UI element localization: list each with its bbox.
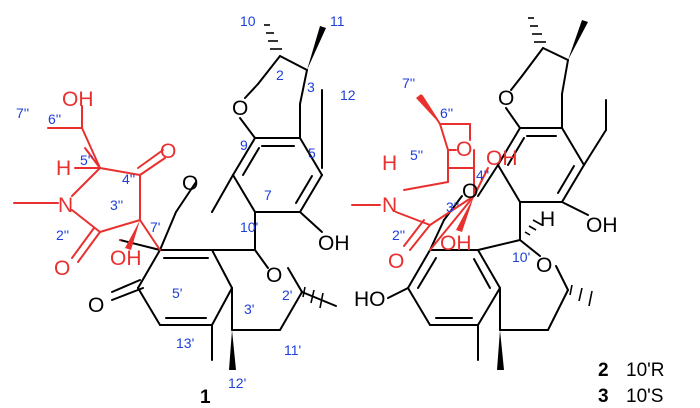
- c23-atom-oh-4pp: OH: [486, 147, 518, 170]
- c1-locant-2pp: 2'': [56, 227, 69, 243]
- c23-atom-oh-3pp: OH: [440, 232, 472, 255]
- compound-23-structure: [351, 17, 607, 370]
- c1-locant-12p: 12': [228, 375, 246, 391]
- c1-locant-7: 7: [264, 187, 272, 203]
- c1-methyl-2p-hash: [302, 286, 324, 309]
- c1-locant-10p: 10': [240, 219, 258, 235]
- c23-furan-ring: [505, 47, 569, 129]
- compound-1-structure: [13, 24, 337, 370]
- c23-atom-o-2pp: O: [388, 250, 404, 273]
- c1-locant-5p: 5': [172, 285, 182, 301]
- c1-locant-4pp: 4'': [122, 171, 135, 187]
- c23-methyl-hash-top: [528, 17, 546, 43]
- c1-methyl-10-hash: [264, 24, 282, 50]
- c1-atom-o-ketone: O: [88, 294, 104, 317]
- c23-oh-3pp-wedge: [456, 196, 474, 232]
- c23-benzene-ring: [497, 127, 585, 203]
- c1-atom-oh-6pp: OH: [62, 88, 94, 111]
- c1-furan-ring: [239, 55, 308, 139]
- c23-atom-o-xanthene: O: [462, 180, 478, 203]
- c23-atom-ho-left: HO: [354, 288, 386, 311]
- compound-3-config: 10'S: [626, 386, 663, 407]
- c1-atom-oh-3pp: OH: [110, 247, 142, 270]
- c1-atom-o-pyran: O: [266, 264, 282, 287]
- c23-atom-o-pyran: O: [536, 254, 552, 277]
- c1-enone-ring: [111, 239, 233, 326]
- c23-red-portion: [351, 95, 489, 251]
- c23-h-10p-hash: [524, 219, 543, 236]
- c1-atom-o-4pp: O: [160, 140, 176, 163]
- c23-dihydropyran: [499, 239, 569, 331]
- c1-oh-3pp-wedge: [125, 220, 140, 250]
- c23-locant-3pp: 3'': [446, 199, 459, 215]
- c1-atom-o-furan: O: [232, 97, 248, 120]
- c1-locant-7pp: 7'': [16, 105, 29, 121]
- c23-methyl-wedge-3p: [497, 330, 504, 370]
- c1-pyran-central: [159, 174, 256, 259]
- c1-benzene-ring: [232, 137, 323, 213]
- c23-atom-o-furan: O: [498, 87, 514, 110]
- c1-atom-n: N: [58, 194, 73, 217]
- compound-2-label: 2: [598, 360, 609, 381]
- c23-locant-4pp: 4'': [476, 167, 489, 183]
- compound-2-config: 10'R: [626, 360, 664, 381]
- c23-atom-n: N: [382, 194, 397, 217]
- c23-locant-5pp: 5'': [410, 147, 423, 163]
- c1-atom-h-5pp: H: [56, 157, 71, 180]
- c23-atom-h-5pp: H: [382, 152, 397, 175]
- c1-locant-11: 11: [330, 13, 345, 29]
- c1-locant-7p: 7': [150, 219, 160, 235]
- c23-locant-7pp: 7'': [402, 75, 415, 91]
- c1-locant-5pp: 5'': [80, 152, 93, 168]
- c1-pyrrolidinone: [13, 105, 166, 263]
- c23-methyl-7pp-wedge: [416, 94, 440, 124]
- c1-atom-oh-phenol: OH: [318, 232, 350, 255]
- c1-locant-3pp: 3'': [110, 197, 123, 213]
- c1-dihydropyran: [231, 249, 337, 331]
- c23-atom-oh-phenol: OH: [586, 214, 618, 237]
- c1-locant-11p: 11': [284, 342, 301, 358]
- c23-lower-aromatic: [387, 249, 501, 326]
- c1-methyl-11-wedge: [307, 26, 326, 70]
- c1-locant-2: 2: [276, 67, 284, 83]
- c1-locant-10: 10: [240, 13, 256, 29]
- c23-atom-o-oxetane: O: [456, 138, 472, 161]
- c23-locant-2pp: 2'': [392, 227, 405, 243]
- c23-methyl-wedge-top: [568, 20, 588, 60]
- c1-locant-5: 5: [308, 145, 316, 161]
- c1-locant-3: 3: [307, 79, 315, 95]
- c1-locant-9: 9: [240, 137, 248, 153]
- c1-locant-2p: 2': [282, 287, 292, 303]
- compound-1-label: 1: [200, 387, 211, 408]
- c1-locant-6pp: 6'': [48, 111, 61, 127]
- c1-methyl-12p-wedge: [229, 330, 236, 370]
- c1-locant-12: 12: [340, 87, 356, 103]
- c23-locant-10p: 10': [512, 249, 530, 265]
- c23-atom-h-10p: H: [540, 208, 555, 231]
- compound-3-label: 3: [598, 386, 609, 407]
- c1-locant-13p: 13': [176, 335, 194, 351]
- c1-atom-o-xanthene: O: [182, 172, 198, 195]
- c23-methyl-hash-2p: [569, 284, 593, 307]
- c23-central-ring: [429, 164, 521, 251]
- c23-methyl-aryl: [583, 129, 607, 166]
- c23-locant-6pp: 6'': [440, 105, 453, 121]
- c1-locant-3p: 3': [244, 301, 254, 317]
- c1-atom-o-2pp: O: [54, 257, 70, 280]
